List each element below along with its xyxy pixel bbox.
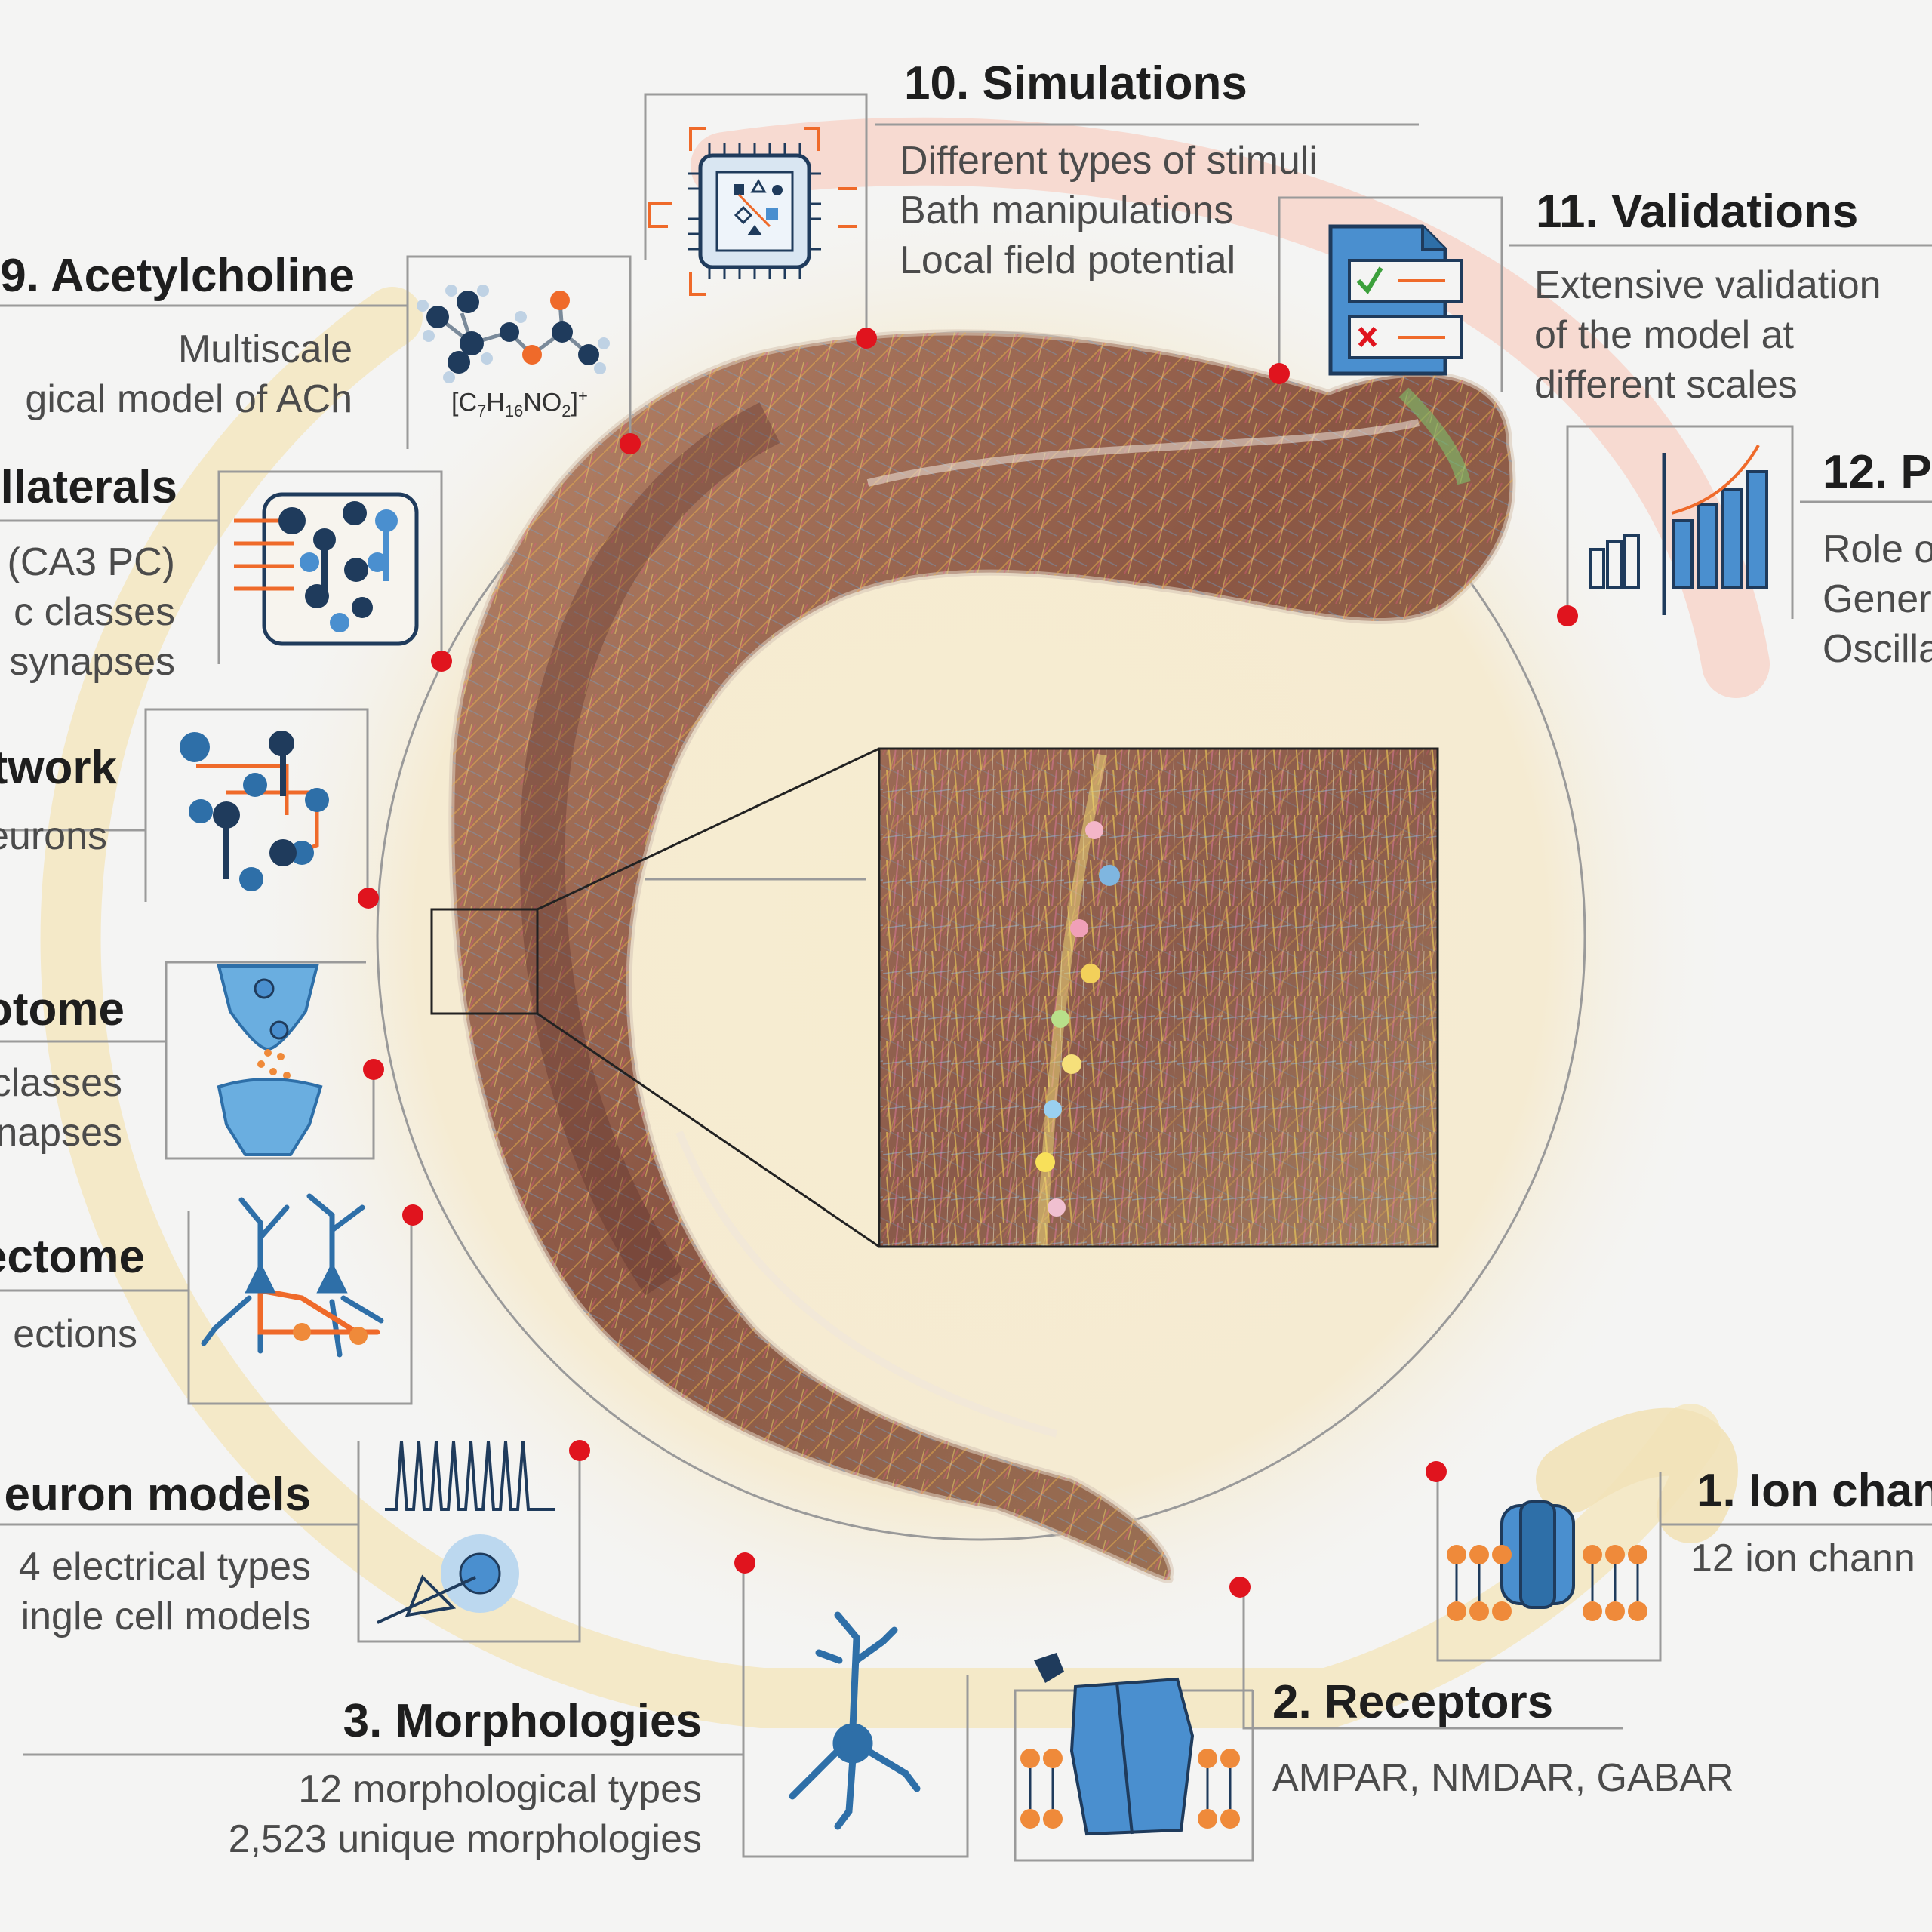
- hippocampus-tissue: [448, 329, 1516, 1583]
- collaterals-desc: (CA3 PC) c classes synapses: [8, 537, 175, 687]
- zoom-inset-image: [878, 747, 1439, 1248]
- morphologies-title: 3. Morphologies: [343, 1695, 702, 1747]
- formula-part: ]: [571, 388, 578, 417]
- synapse-icon: [217, 964, 323, 1156]
- spike-train-electrode-icon: [377, 1441, 555, 1624]
- validations-line-3: different scales: [1534, 363, 1798, 407]
- network-line: eurons: [0, 814, 107, 858]
- ion-channels-title: 1. Ion chan: [1697, 1465, 1932, 1517]
- synaptome-desc: classes napses: [0, 1058, 122, 1158]
- morphologies-line-1: 12 morphological types: [298, 1767, 702, 1811]
- collaterals-line-2: c classes: [14, 590, 175, 634]
- network-desc: eurons: [0, 811, 107, 861]
- validations-line-1: Extensive validation: [1534, 263, 1881, 307]
- acetylcholine-line-1: Multiscale: [177, 328, 352, 371]
- checklist-icon: [1328, 224, 1463, 376]
- acetylcholine-title: 9. Acetylcholine: [0, 250, 355, 302]
- collateral-input-icon: [234, 492, 419, 646]
- acetylcholine-desc: Multiscale gical model of ACh: [25, 325, 352, 424]
- synaptome-line-1: classes: [0, 1061, 122, 1105]
- formula-part: NO: [523, 388, 562, 417]
- scaffold-dots: [358, 328, 1578, 1598]
- neuron-morphology-icon: [789, 1611, 921, 1830]
- acetylcholine-line-2: gical model of ACh: [25, 377, 352, 421]
- formula-subscript: 16: [504, 401, 524, 421]
- formula-superscript: +: [578, 386, 588, 405]
- ion-channels-desc: 12 ion chann: [1690, 1534, 1915, 1583]
- chip-icon: [648, 127, 857, 296]
- formula-subscript: 7: [477, 401, 487, 421]
- neuron-models-line-1: 4 electrical types: [18, 1545, 311, 1589]
- connected-neurons-icon: [201, 1193, 384, 1358]
- acetylcholine-formula: [C7H16NO2]+: [451, 386, 588, 421]
- connectome-desc: ections: [13, 1309, 137, 1359]
- neuron-models-line-2: ingle cell models: [20, 1595, 311, 1638]
- ion-channel-membrane-icon: [1447, 1500, 1647, 1621]
- validations-desc: Extensive validation of the model at dif…: [1534, 260, 1881, 410]
- receptors-line: AMPAR, NMDAR, GABAR: [1272, 1756, 1734, 1800]
- simulations-line-1: Different types of stimuli: [900, 139, 1318, 183]
- collaterals-line-3: synapses: [9, 640, 175, 684]
- simulations-line-3: Local field potential: [900, 238, 1236, 282]
- receptor-membrane-icon: [1020, 1653, 1240, 1836]
- predictions-title: 12. P: [1823, 446, 1932, 498]
- connectome-title: ectome: [0, 1231, 145, 1283]
- validations-line-2: of the model at: [1534, 313, 1794, 357]
- connectome-line: ections: [13, 1312, 137, 1356]
- predictions-line-3: Oscilla: [1823, 627, 1932, 671]
- formula-part: H: [486, 388, 505, 417]
- simulations-line-2: Bath manipulations: [900, 189, 1234, 232]
- ion-band: [1536, 1407, 1738, 1543]
- bar-chart-icon: [1589, 445, 1768, 615]
- predictions-line-1: Role o: [1823, 528, 1932, 571]
- simulations-desc: Different types of stimuli Bath manipula…: [900, 136, 1318, 285]
- simulations-title: 10. Simulations: [904, 57, 1247, 109]
- ion-channels-line: 12 ion chann: [1690, 1537, 1915, 1580]
- receptors-desc: AMPAR, NMDAR, GABAR: [1272, 1753, 1734, 1803]
- neuron-models-desc: 4 electrical types ingle cell models: [19, 1542, 311, 1641]
- morphologies-line-2: 2,523 unique morphologies: [228, 1817, 702, 1861]
- formula-part: [C: [451, 388, 477, 417]
- synaptome-title: otome: [0, 983, 125, 1035]
- network-title: twork: [0, 742, 117, 794]
- collaterals-line-1: (CA3 PC): [7, 540, 175, 584]
- zoom-leader-bottom: [537, 1012, 880, 1248]
- validations-title: 11. Validations: [1536, 186, 1859, 238]
- morphologies-desc: 12 morphological types 2,523 unique morp…: [229, 1764, 702, 1864]
- neuron-models-title: euron models: [4, 1469, 311, 1521]
- formula-subscript: 2: [561, 401, 571, 421]
- predictions-desc: Role o Gener Oscilla: [1823, 525, 1932, 674]
- predictions-line-2: Gener: [1823, 577, 1932, 621]
- receptors-title: 2. Receptors: [1272, 1676, 1554, 1728]
- leader-lines: [0, 93, 1932, 1862]
- acetylcholine-molecule-icon: [417, 285, 610, 383]
- collaterals-title: llaterals: [0, 461, 177, 513]
- outer-yellow-band: [40, 287, 1721, 1728]
- network-icon: [180, 731, 329, 891]
- zoom-leader-top: [537, 747, 880, 911]
- synaptome-line-2: napses: [0, 1111, 122, 1155]
- zoom-source-box: [430, 908, 539, 1015]
